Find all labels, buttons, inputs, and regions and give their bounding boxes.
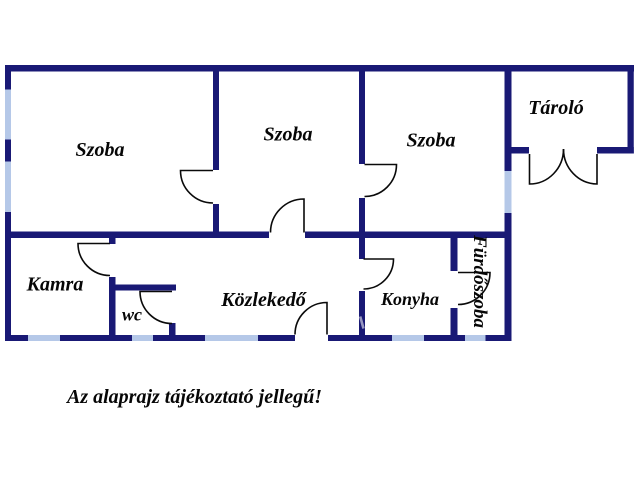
svg-text:Szoba: Szoba [264, 124, 313, 146]
svg-text:Fürdőszoba: Fürdőszoba [469, 234, 490, 328]
svg-text:Az alaprajz tájékoztató jelleg: Az alaprajz tájékoztató jellegű! [65, 386, 322, 408]
svg-text:Konyha: Konyha [380, 289, 439, 309]
svg-text:Tároló: Tároló [528, 97, 584, 119]
svg-text:Szoba: Szoba [76, 139, 125, 161]
svg-text:Szoba: Szoba [407, 130, 456, 152]
svg-text:Kamra: Kamra [26, 274, 84, 296]
svg-text:wc: wc [122, 305, 142, 325]
svg-text:Közlekedő: Közlekedő [220, 289, 307, 311]
